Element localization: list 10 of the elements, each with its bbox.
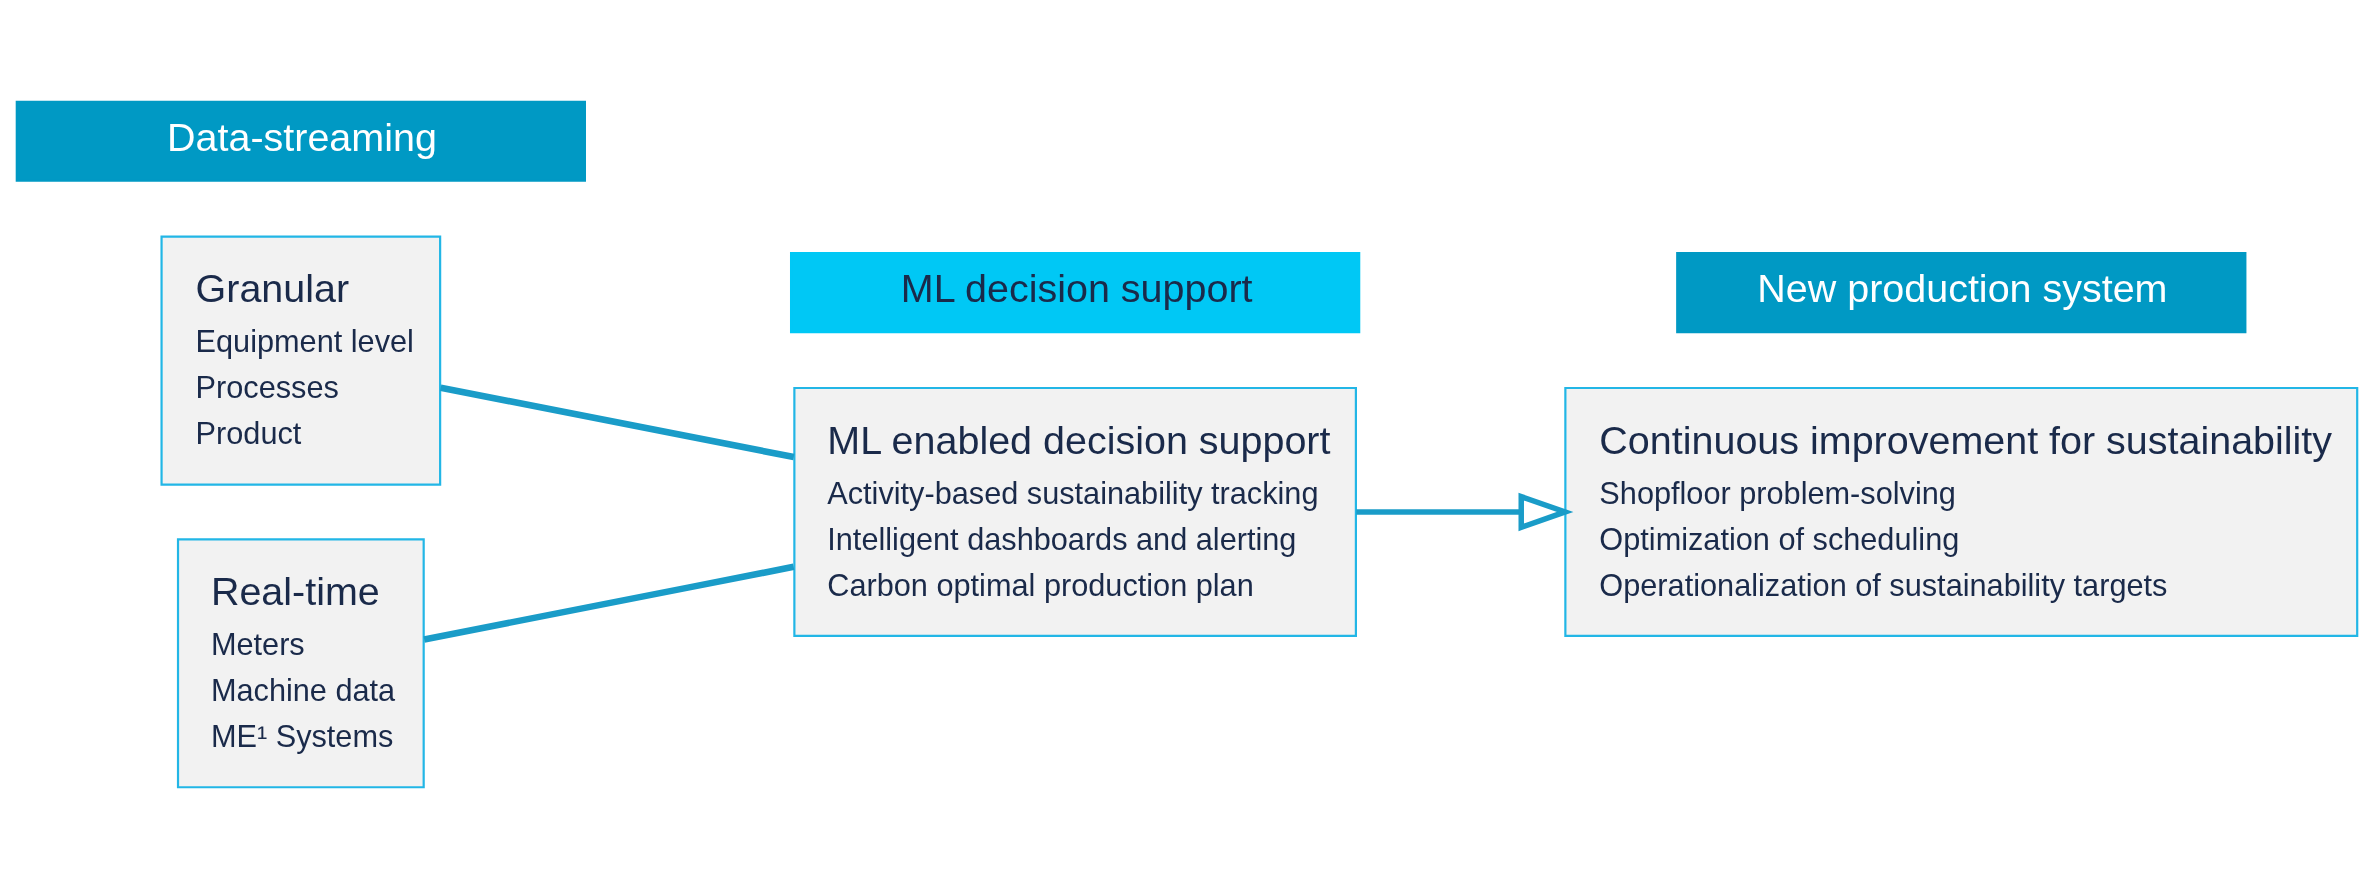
node-box: Continuous improvement for sustainability Shopfloor problem-solving Optimization of scheduling Operationalization of sustainability targets: [1564, 386, 2359, 637]
node-box: ML decision support: [790, 251, 1361, 333]
node-box: ML enabled decision support Activity-based sustainability tracking Intelligent dashboards and alerting Carbon optimal production plan: [793, 386, 1357, 637]
node-box: Real-time Meters Machine data ME¹ Systems: [176, 537, 425, 788]
node-box: Data-streaming: [15, 100, 586, 182]
connector: [440, 383, 795, 460]
node-box: Granular Equipment level Processes Product: [160, 235, 442, 486]
connector: [423, 563, 795, 643]
node-box: New production system: [1676, 251, 2247, 333]
arrow: [1356, 492, 1574, 531]
